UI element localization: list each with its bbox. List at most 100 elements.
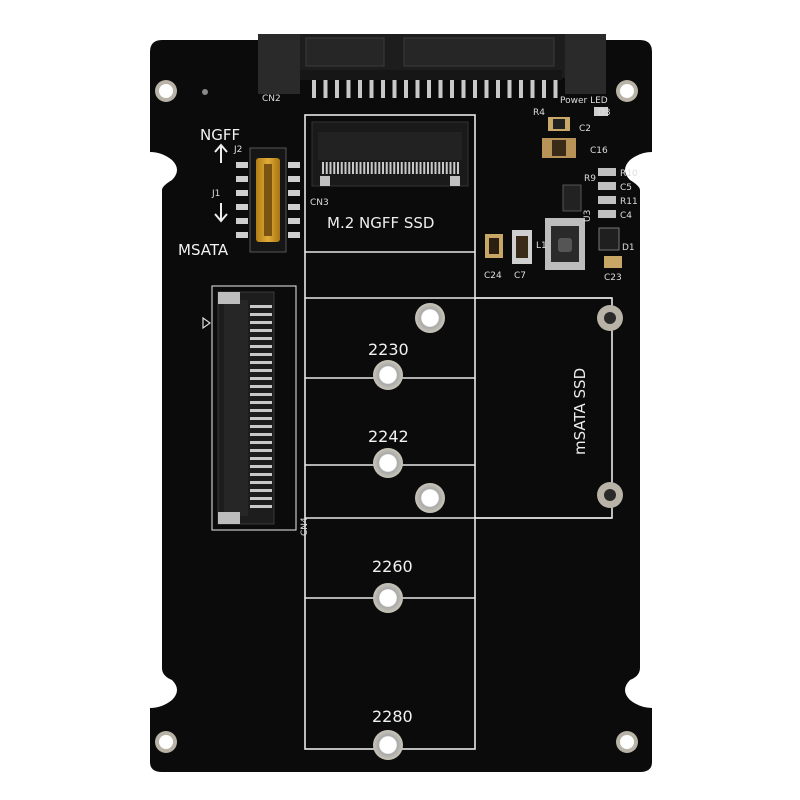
pin (250, 345, 272, 348)
pin (363, 162, 366, 174)
pin (250, 473, 272, 476)
pin (378, 162, 381, 174)
pin (325, 162, 328, 174)
pin (250, 433, 272, 436)
pin (236, 218, 248, 224)
pin (427, 80, 431, 98)
pin (323, 80, 328, 98)
msata-pins (250, 305, 272, 508)
label-r10: R10 (620, 169, 638, 179)
m2-pins (322, 162, 459, 174)
label-c23: C23 (604, 273, 622, 283)
pin (449, 162, 452, 174)
msata-slot-outline (475, 297, 613, 519)
size-label-2280: 2280 (372, 707, 413, 726)
pin (236, 204, 248, 210)
pin (346, 80, 351, 98)
pin (352, 162, 354, 174)
label-r9: R9 (584, 174, 596, 184)
label-u3: U3 (583, 210, 593, 222)
label-c24: C24 (484, 271, 502, 281)
pin (333, 162, 336, 174)
pin (288, 190, 300, 196)
slide-switch-area (236, 147, 300, 253)
label-d1: D1 (622, 243, 635, 253)
pin (484, 80, 489, 98)
pin (355, 162, 358, 174)
switch-pads (236, 162, 300, 238)
pin (397, 162, 399, 174)
switch-label-msata: MSATA (178, 241, 229, 259)
pin (288, 162, 300, 168)
pin (434, 162, 437, 174)
pin (358, 80, 362, 98)
label-c2: C2 (579, 124, 591, 134)
msata-socket (211, 285, 297, 531)
size-label-2230: 2230 (368, 340, 409, 359)
pin (385, 162, 388, 174)
pin1-marker-icon (202, 316, 212, 330)
pin (412, 162, 414, 174)
pin (250, 409, 272, 412)
pin (250, 377, 272, 380)
pin (393, 162, 396, 174)
pin (250, 353, 272, 356)
pin (392, 80, 397, 98)
label-r4: R4 (533, 108, 545, 118)
label-d3: D3 (598, 108, 611, 118)
smd-components (485, 107, 622, 270)
pin (461, 80, 466, 98)
pin (445, 162, 448, 174)
pin (438, 162, 441, 174)
pin (236, 232, 248, 238)
msata-slot-label: mSATA SSD (571, 368, 589, 455)
sata-pins (312, 80, 558, 98)
label-c16: C16 (590, 146, 608, 156)
pin (340, 162, 343, 174)
pin (250, 329, 272, 332)
label-l1: L1 (536, 241, 547, 251)
arrow-up-icon (214, 143, 228, 163)
standoff-holes (373, 303, 623, 760)
label-r11: R11 (620, 197, 638, 207)
label-cn3: CN3 (310, 198, 329, 208)
pin (389, 162, 392, 174)
pin (453, 162, 456, 174)
pin (348, 162, 351, 174)
pin (519, 80, 523, 98)
pin (322, 162, 324, 174)
pin (250, 497, 272, 500)
size-label-2260: 2260 (372, 557, 413, 576)
pin (288, 176, 300, 182)
pin (236, 190, 248, 196)
pin (408, 162, 411, 174)
pin (370, 162, 373, 174)
pin (450, 80, 454, 98)
pin (381, 80, 385, 98)
pin (236, 162, 248, 168)
pin (250, 481, 272, 484)
pin (250, 305, 272, 308)
size-label-2242: 2242 (368, 427, 409, 446)
pin (288, 204, 300, 210)
pin (312, 80, 316, 98)
label-c5: C5 (620, 183, 632, 193)
pin (367, 162, 369, 174)
label-c4: C4 (620, 211, 632, 221)
pin (507, 80, 512, 98)
pin (344, 162, 347, 174)
pin (288, 218, 300, 224)
pin (288, 232, 300, 238)
pin (457, 162, 459, 174)
pin (400, 162, 403, 174)
pin (430, 162, 433, 174)
pin (250, 321, 272, 324)
pin (250, 465, 272, 468)
label-cn4: CN4 (300, 517, 310, 536)
pin (369, 80, 374, 98)
pin (250, 505, 272, 508)
pin (496, 80, 500, 98)
pin (404, 80, 408, 98)
label-power-led: Power LED (560, 96, 608, 106)
pin (329, 162, 332, 174)
